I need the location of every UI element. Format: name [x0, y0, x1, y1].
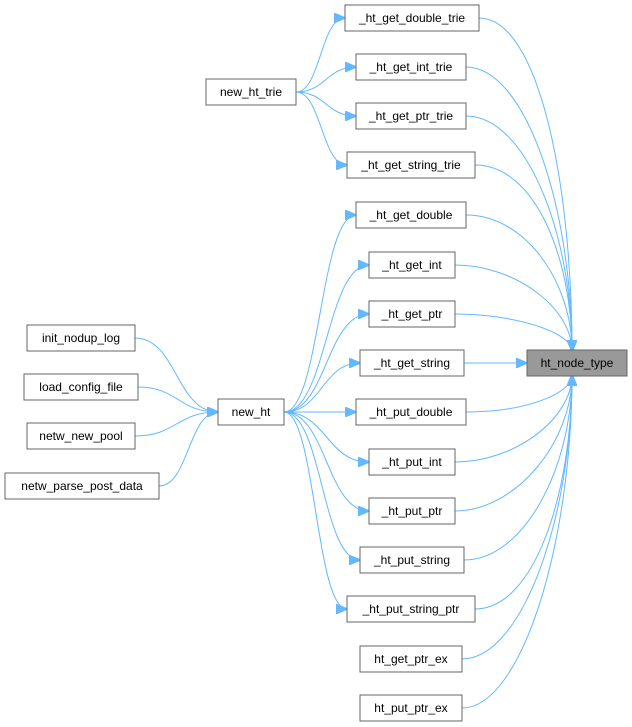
node-label: load_config_file [39, 380, 123, 394]
node-ht_node_type[interactable]: ht_node_type [526, 349, 628, 377]
node-box [526, 349, 628, 377]
node-netw_new_pool[interactable]: netw_new_pool [26, 422, 136, 450]
edge-netw_new_pool-to-new_ht [134, 412, 218, 437]
node-label: ht_node_type [541, 356, 614, 370]
node-box [355, 398, 467, 426]
node-box [368, 251, 456, 279]
node-box [359, 645, 463, 673]
edges-layer [134, 17, 572, 709]
node-_ht_get_double_trie[interactable]: _ht_get_double_trie [344, 4, 480, 32]
node-_ht_get_ptr_trie[interactable]: _ht_get_ptr_trie [355, 102, 467, 130]
node-new_ht_trie[interactable]: new_ht_trie [205, 78, 297, 106]
node-label: _ht_get_ptr [381, 307, 443, 321]
edge-_ht_put_string-to-ht_node_type [463, 375, 572, 561]
node-label: netw_parse_post_data [21, 479, 143, 493]
node-label: ht_put_ptr_ex [374, 701, 447, 715]
edge-new_ht-to-_ht_get_double [283, 215, 356, 413]
node-_ht_put_int[interactable]: _ht_put_int [368, 448, 456, 476]
node-label: init_nodup_log [42, 331, 120, 345]
edge-new_ht_trie-to-_ht_get_string_trie [295, 91, 347, 165]
edge-_ht_get_ptr_trie-to-ht_node_type [465, 115, 572, 351]
edge-_ht_get_double-to-ht_node_type [465, 214, 572, 351]
edge-new_ht_trie-to-_ht_get_double_trie [295, 18, 345, 93]
edge-load_config_file-to-new_ht [137, 386, 218, 412]
node-label: _ht_put_int [381, 455, 442, 469]
node-box [23, 373, 139, 401]
node-_ht_get_double[interactable]: _ht_get_double [355, 201, 467, 229]
node-box [355, 53, 467, 81]
node-label: _ht_get_int [381, 258, 442, 272]
node-box [368, 448, 456, 476]
node-label: netw_new_pool [39, 429, 122, 443]
node-box [26, 422, 136, 450]
node-label: _ht_get_double [369, 208, 453, 222]
node-label: ht_get_ptr_ex [374, 652, 447, 666]
edge-_ht_put_string_ptr-to-ht_node_type [474, 375, 572, 610]
node-box [346, 595, 476, 623]
edge-_ht_get_int-to-ht_node_type [454, 264, 572, 351]
node-_ht_get_int[interactable]: _ht_get_int [368, 251, 456, 279]
node-label: _ht_put_double [369, 405, 453, 419]
edge-new_ht-to-_ht_put_string [283, 411, 360, 560]
node-label: _ht_get_double_trie [358, 11, 465, 25]
node-box [359, 349, 465, 377]
node-box [359, 546, 465, 574]
edge-init_nodup_log-to-new_ht [134, 337, 218, 412]
node-box [26, 324, 136, 352]
edge-new_ht-to-_ht_get_ptr [283, 314, 369, 413]
edge-_ht_put_int-to-ht_node_type [454, 375, 572, 463]
node-box [344, 4, 480, 32]
node-box [355, 201, 467, 229]
node-ht_put_ptr_ex[interactable]: ht_put_ptr_ex [359, 694, 463, 722]
node-label: _ht_put_ptr [381, 504, 443, 518]
node-box [368, 300, 456, 328]
node-_ht_get_ptr[interactable]: _ht_get_ptr [368, 300, 456, 328]
node-_ht_get_string[interactable]: _ht_get_string [359, 349, 465, 377]
edge-_ht_get_double_trie-to-ht_node_type [478, 17, 572, 351]
node-box [359, 694, 463, 722]
edge-_ht_put_double-to-ht_node_type [465, 375, 572, 413]
node-box [217, 398, 285, 426]
node-label: new_ht [232, 405, 271, 419]
edge-netw_parse_post_data-to-new_ht [158, 412, 218, 487]
edge-_ht_get_ptr-to-ht_node_type [454, 313, 572, 351]
edge-ht_get_ptr_ex-to-ht_node_type [461, 375, 572, 660]
node-_ht_get_string_trie[interactable]: _ht_get_string_trie [346, 151, 476, 179]
edge-new_ht-to-_ht_put_string_ptr [283, 411, 347, 609]
edge-_ht_get_string_trie-to-ht_node_type [474, 164, 572, 351]
edge-new_ht_trie-to-_ht_get_int_trie [295, 67, 356, 93]
node-label: new_ht_trie [220, 85, 282, 99]
edge-new_ht-to-_ht_put_int [283, 411, 369, 462]
node-label: _ht_put_string [373, 553, 450, 567]
node-box [346, 151, 476, 179]
node-box [205, 78, 297, 106]
node-_ht_put_string_ptr[interactable]: _ht_put_string_ptr [346, 595, 476, 623]
node-label: _ht_get_int_trie [369, 60, 453, 74]
node-label: _ht_put_string_ptr [362, 602, 460, 616]
node-label: _ht_get_ptr_trie [368, 109, 453, 123]
edge-new_ht_trie-to-_ht_get_ptr_trie [295, 91, 356, 116]
node-label: _ht_get_string [373, 356, 450, 370]
node-_ht_put_double[interactable]: _ht_put_double [355, 398, 467, 426]
node-init_nodup_log[interactable]: init_nodup_log [26, 324, 136, 352]
node-label: _ht_get_string_trie [360, 158, 461, 172]
edge-new_ht-to-_ht_put_ptr [283, 411, 369, 511]
node-box [368, 497, 456, 525]
node-load_config_file[interactable]: load_config_file [23, 373, 139, 401]
node-box [355, 102, 467, 130]
edge-_ht_get_int_trie-to-ht_node_type [465, 66, 572, 351]
edge-_ht_put_ptr-to-ht_node_type [454, 375, 572, 512]
edge-ht_put_ptr_ex-to-ht_node_type [461, 375, 572, 709]
edge-new_ht-to-_ht_get_int [283, 265, 369, 413]
node-box [4, 472, 160, 500]
nodes-layer: ht_node_type _ht_get_double_trie _ht_get_i… [4, 4, 628, 722]
node-new_ht[interactable]: new_ht [217, 398, 285, 426]
node-_ht_put_string[interactable]: _ht_put_string [359, 546, 465, 574]
edge-new_ht-to-_ht_get_string [283, 363, 360, 413]
node-_ht_put_ptr[interactable]: _ht_put_ptr [368, 497, 456, 525]
node-netw_parse_post_data[interactable]: netw_parse_post_data [4, 472, 160, 500]
node-_ht_get_int_trie[interactable]: _ht_get_int_trie [355, 53, 467, 81]
node-ht_get_ptr_ex[interactable]: ht_get_ptr_ex [359, 645, 463, 673]
